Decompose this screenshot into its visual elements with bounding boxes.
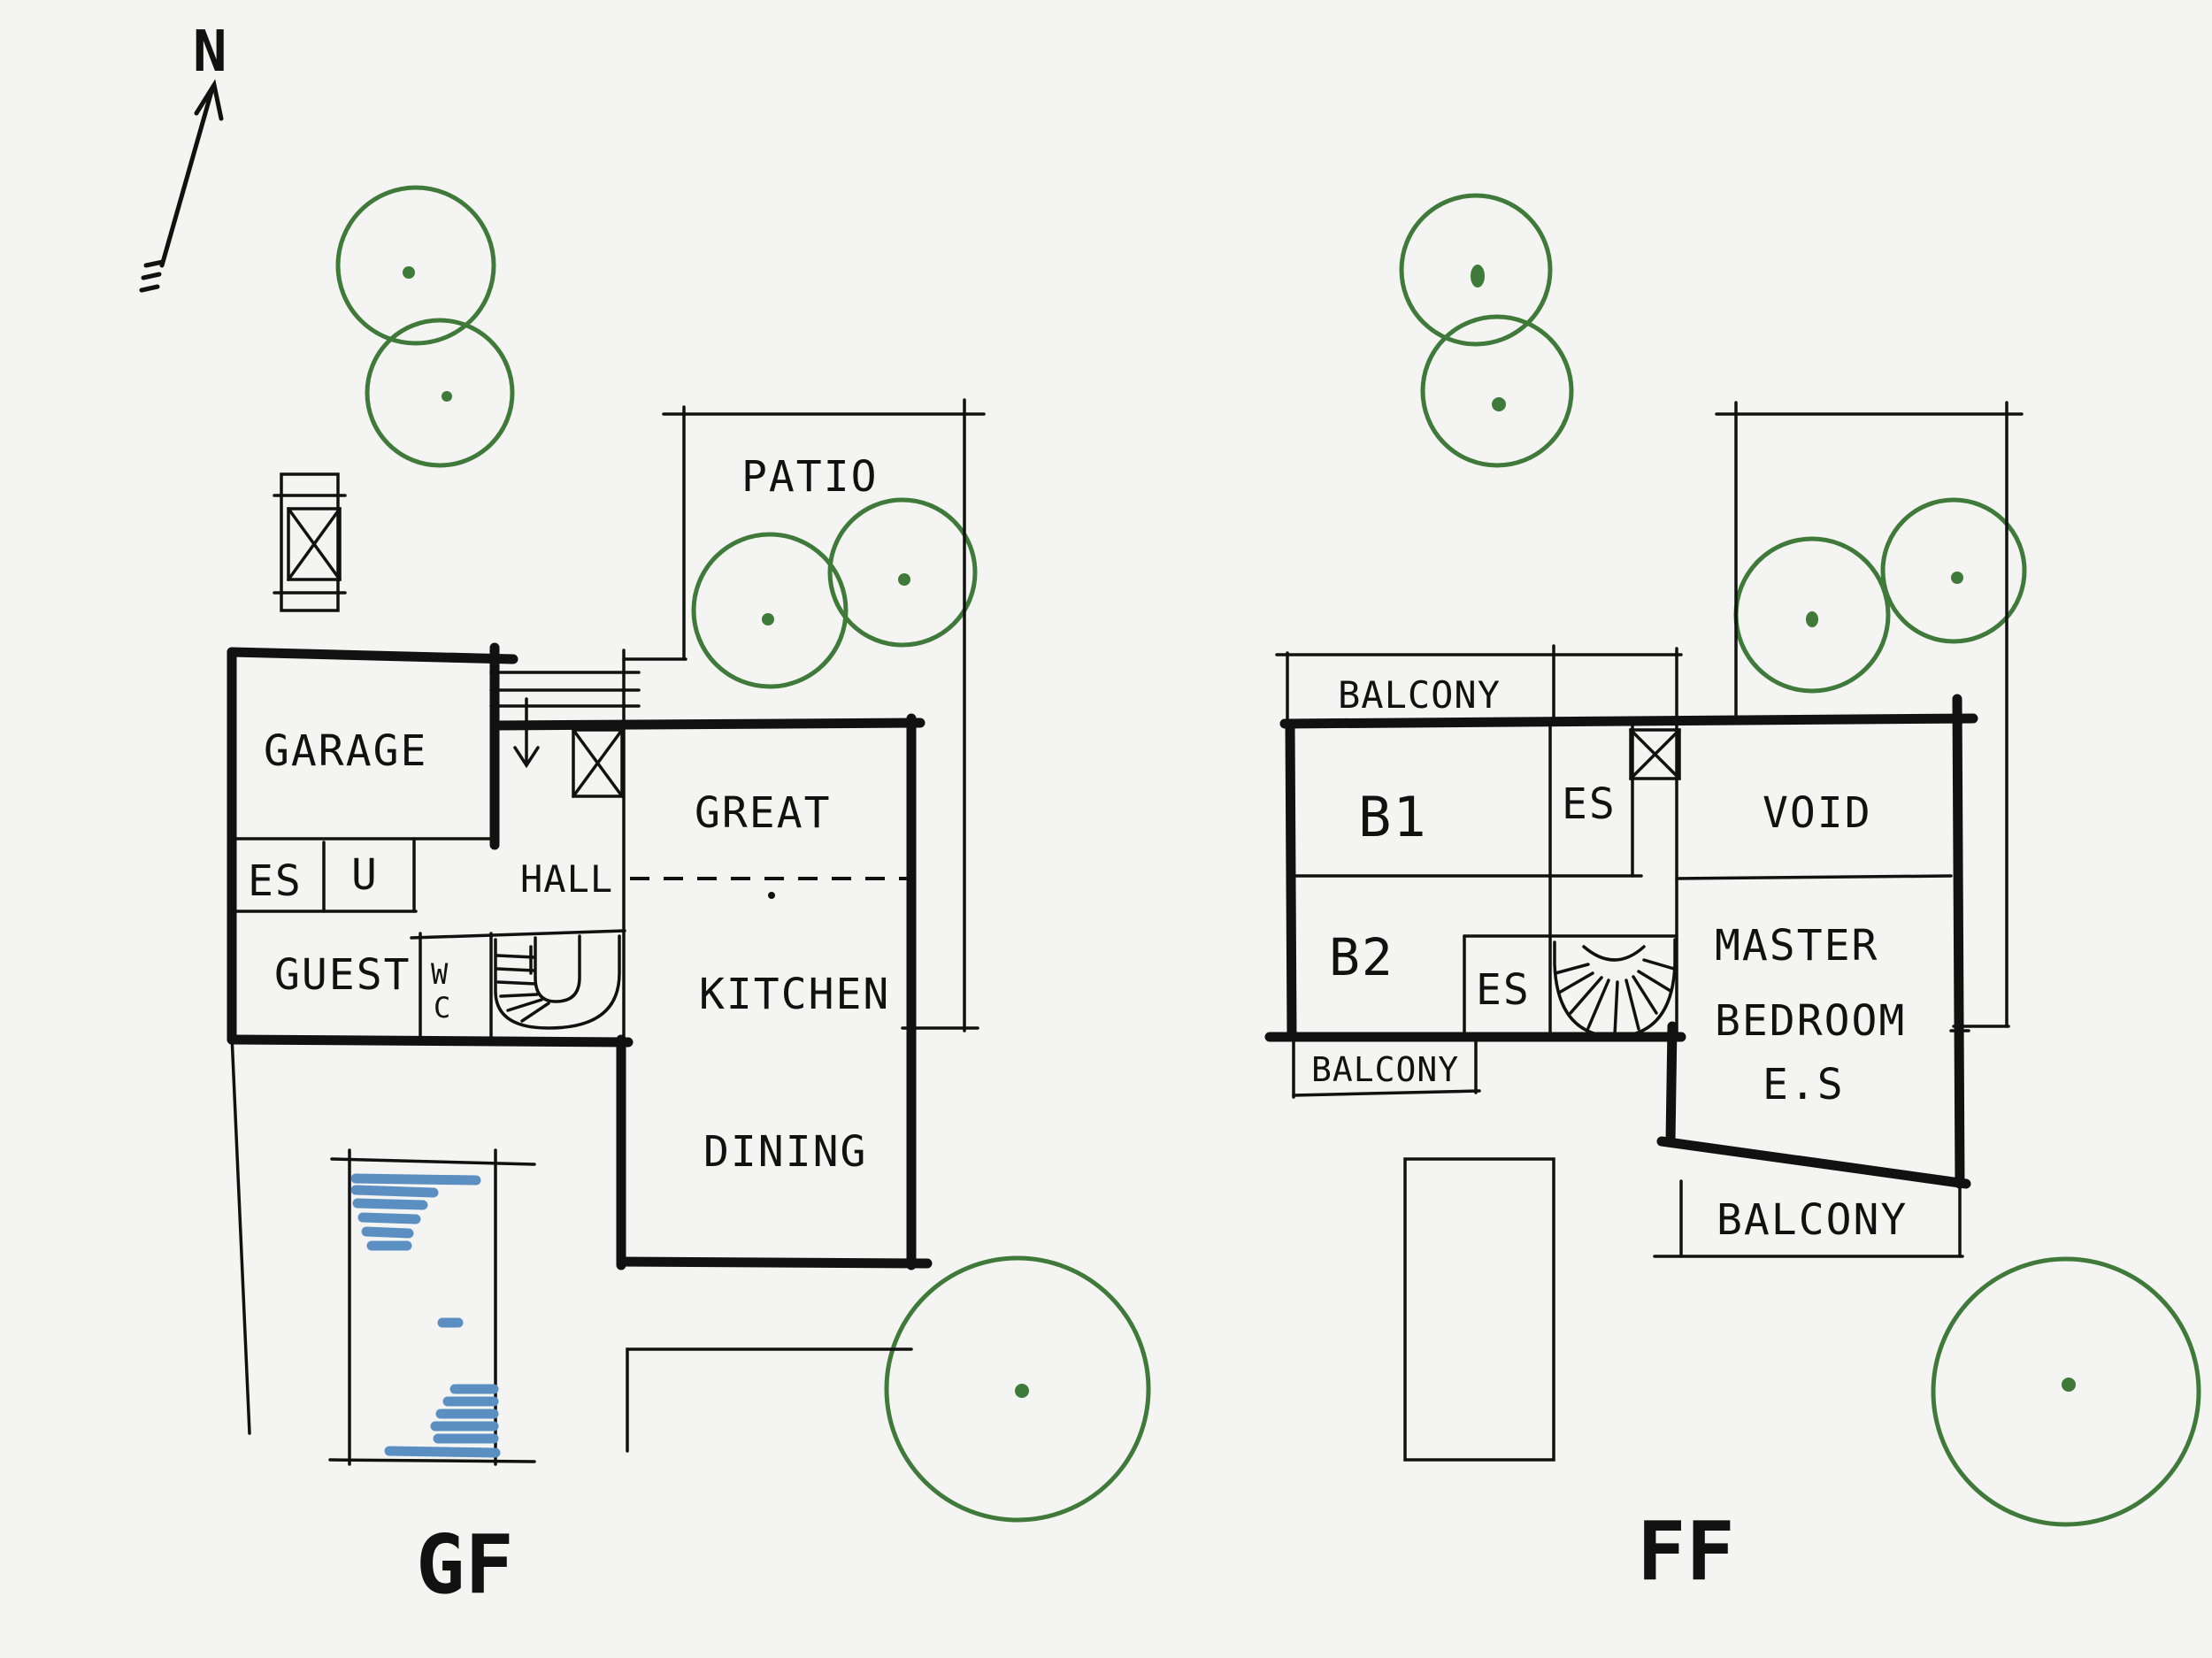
ff-pool-outline (1403, 1157, 1555, 1462)
path-line-right (626, 1347, 913, 1453)
ff-labels: BALCONY B1 ES VOID B2 ES MASTER BEDROOM … (1311, 673, 1908, 1245)
label-void: VOID (1763, 788, 1872, 838)
tree-gf-1 (335, 185, 496, 346)
ff-patio-outline (1715, 401, 2024, 1028)
label-b2: B2 (1329, 927, 1394, 987)
label-dining: DINING (703, 1127, 867, 1177)
gf-title: GF (416, 1517, 514, 1612)
tree-ff-4 (1880, 497, 2027, 644)
tree-gf-5 (884, 1255, 1151, 1523)
tree-ff-5 (1931, 1256, 2201, 1527)
label-garage: GARAGE (264, 726, 427, 776)
tree-ff-1 (1399, 193, 1553, 347)
label-great: GREAT (695, 788, 832, 838)
ff-partitions (1290, 722, 1970, 1039)
label-kitchen: KITCHEN (699, 970, 890, 1019)
first-floor-plan: BALCONY B1 ES VOID B2 ES MASTER BEDROOM … (1264, 193, 2201, 1599)
patio-outline (662, 398, 986, 1032)
tree-gf-2 (365, 318, 515, 468)
label-utility: U (351, 850, 379, 900)
pool (328, 1148, 536, 1466)
driveway-line-left (230, 1033, 251, 1435)
ff-title: FF (1637, 1504, 1735, 1599)
tree-ff-3 (1733, 536, 1891, 694)
tree-gf-4 (827, 497, 978, 648)
label-balcony-bottom: BALCONY (1717, 1195, 1908, 1245)
label-ff-es-mid: ES (1476, 965, 1531, 1015)
label-wc-w: W (431, 957, 449, 991)
label-master: MASTER (1715, 921, 1878, 971)
gf-labels: PATIO GARAGE ES U GUEST W C HALL GREAT K… (248, 452, 890, 1177)
label-patio: PATIO (741, 452, 879, 502)
tree-ff-2 (1420, 314, 1574, 468)
label-ff-es-top: ES (1562, 779, 1617, 829)
north-arrow: N (139, 19, 227, 293)
bin-symbol (273, 472, 347, 612)
north-label: N (193, 19, 227, 85)
label-balcony-top: BALCONY (1338, 673, 1501, 717)
label-bedroom: BEDROOM (1715, 996, 1906, 1046)
label-balcony-left: BALCONY (1311, 1050, 1459, 1089)
tree-gf-3 (691, 532, 849, 689)
label-ensuite: E.S (1763, 1060, 1845, 1109)
gf-walls (227, 642, 933, 1270)
label-wc-c: C (434, 991, 451, 1025)
label-guest: GUEST (274, 950, 411, 1000)
ff-balconies (1275, 644, 1964, 1258)
gf-partitions (230, 649, 916, 1041)
label-gf-es: ES (248, 856, 303, 906)
ground-floor-plan: PATIO GARAGE ES U GUEST W C HALL GREAT K… (227, 185, 1151, 1612)
label-b1: B1 (1358, 785, 1428, 849)
label-hall: HALL (520, 857, 613, 901)
